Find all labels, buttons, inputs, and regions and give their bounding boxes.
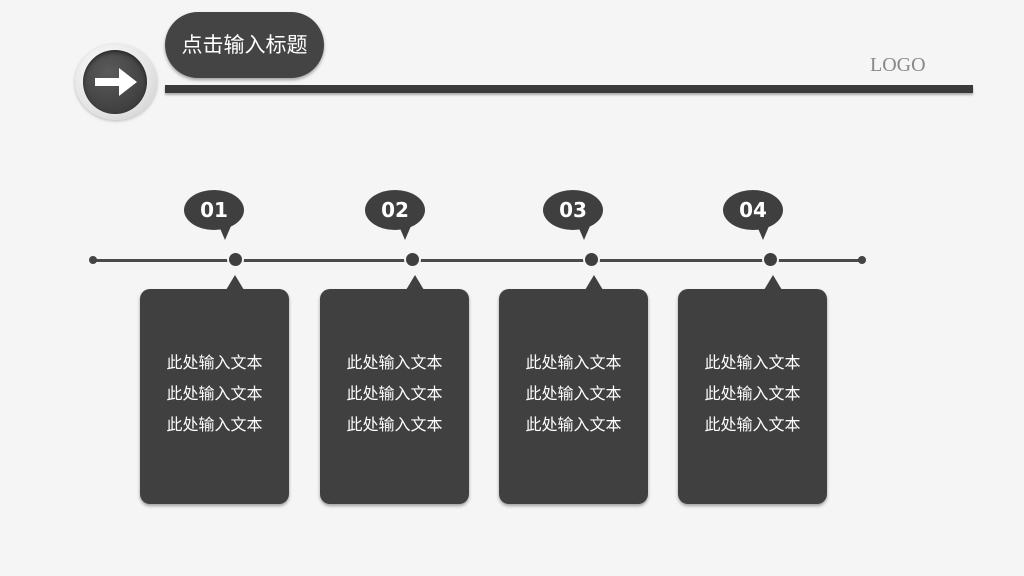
step-number-badge: 01: [184, 190, 244, 230]
bubble-pointer: [757, 226, 769, 240]
timeline-node: [229, 253, 242, 266]
card-text-line: 此处输入文本: [346, 353, 443, 372]
bubble-pointer: [399, 226, 411, 240]
card-text-line: 此处输入文本: [166, 353, 263, 372]
card-text-line: 此处输入文本: [525, 415, 622, 434]
timeline-node: [406, 253, 419, 266]
step-card[interactable]: 此处输入文本 此处输入文本 此处输入文本: [320, 289, 469, 504]
card-text-line: 此处输入文本: [704, 353, 801, 372]
timeline-node: [764, 253, 777, 266]
card-text-line: 此处输入文本: [166, 384, 263, 403]
step-card[interactable]: 此处输入文本 此处输入文本 此处输入文本: [140, 289, 289, 504]
card-text-line: 此处输入文本: [346, 384, 443, 403]
page-title[interactable]: 点击输入标题: [165, 12, 324, 78]
step-card[interactable]: 此处输入文本 此处输入文本 此处输入文本: [678, 289, 827, 504]
step-number-badge: 04: [723, 190, 783, 230]
title-underline: [165, 85, 973, 93]
step-card[interactable]: 此处输入文本 此处输入文本 此处输入文本: [499, 289, 648, 504]
card-pointer: [226, 275, 244, 290]
bubble-pointer: [219, 226, 231, 240]
timeline-line: [93, 259, 863, 262]
card-text-line: 此处输入文本: [166, 415, 263, 434]
logo: LOGO: [870, 54, 926, 76]
timeline-start-dot: [89, 256, 97, 264]
card-pointer: [406, 275, 424, 290]
step-number-badge: 02: [365, 190, 425, 230]
step-number-badge: 03: [543, 190, 603, 230]
bubble-pointer: [578, 226, 590, 240]
card-pointer: [585, 275, 603, 290]
card-text-line: 此处输入文本: [704, 415, 801, 434]
arrow-right-icon: [95, 68, 137, 96]
card-text-line: 此处输入文本: [704, 384, 801, 403]
timeline-node: [585, 253, 598, 266]
arrow-badge: [75, 44, 157, 120]
card-text-line: 此处输入文本: [346, 415, 443, 434]
card-text-line: 此处输入文本: [525, 384, 622, 403]
timeline-end-dot: [858, 256, 866, 264]
card-text-line: 此处输入文本: [525, 353, 622, 372]
card-pointer: [764, 275, 782, 290]
